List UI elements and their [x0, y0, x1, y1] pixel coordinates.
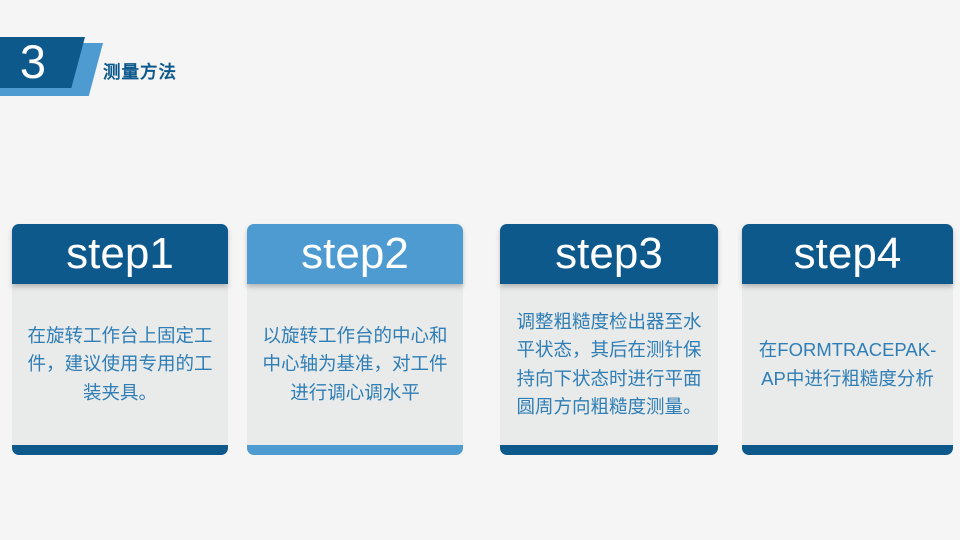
step-1-text: 在旋转工作台上固定工件，建议使用专用的工装夹具。	[27, 325, 213, 403]
step-2-label: step2	[301, 229, 409, 278]
step-4-footer-bar	[742, 445, 953, 455]
step-3-text: 调整粗糙度检出器至水平状态，其后在测针保持向下状态时进行平面圆周方向粗糙度测量。	[516, 310, 702, 417]
step-card-4: step4 在FORMTRACEPAK-AP中进行粗糙度分析	[742, 224, 953, 455]
step-card-1: step1 在旋转工作台上固定工件，建议使用专用的工装夹具。	[12, 224, 228, 455]
step-4-header: step4	[742, 224, 953, 284]
step-1-label: step1	[66, 229, 174, 278]
step-2-footer-bar	[247, 445, 463, 455]
step-4-body: 在FORMTRACEPAK-AP中进行粗糙度分析	[742, 284, 953, 445]
step-1-footer-bar	[12, 445, 228, 455]
step-card-2: step2 以旋转工作台的中心和中心轴为基准，对工件进行调心调水平	[247, 224, 463, 455]
step-4-label: step4	[793, 229, 902, 278]
step-2-header: step2	[247, 224, 463, 284]
step-4-text: 在FORMTRACEPAK-AP中进行粗糙度分析	[758, 339, 937, 389]
step-1-body: 在旋转工作台上固定工件，建议使用专用的工装夹具。	[12, 284, 228, 445]
step-3-footer-bar	[500, 445, 718, 455]
step-card-3: step3 调整粗糙度检出器至水平状态，其后在测针保持向下状态时进行平面圆周方向…	[500, 224, 718, 455]
step-2-body: 以旋转工作台的中心和中心轴为基准，对工件进行调心调水平	[247, 284, 463, 445]
step-2-text: 以旋转工作台的中心和中心轴为基准，对工件进行调心调水平	[262, 325, 448, 403]
step-3-body: 调整粗糙度检出器至水平状态，其后在测针保持向下状态时进行平面圆周方向粗糙度测量。	[500, 284, 718, 445]
section-number-badge: 3	[0, 0, 220, 110]
slide-title: 测量方法	[103, 62, 177, 82]
step-3-label: step3	[555, 229, 663, 278]
step-1-header: step1	[12, 224, 228, 284]
step-3-header: step3	[500, 224, 718, 284]
section-number: 3	[19, 34, 47, 88]
